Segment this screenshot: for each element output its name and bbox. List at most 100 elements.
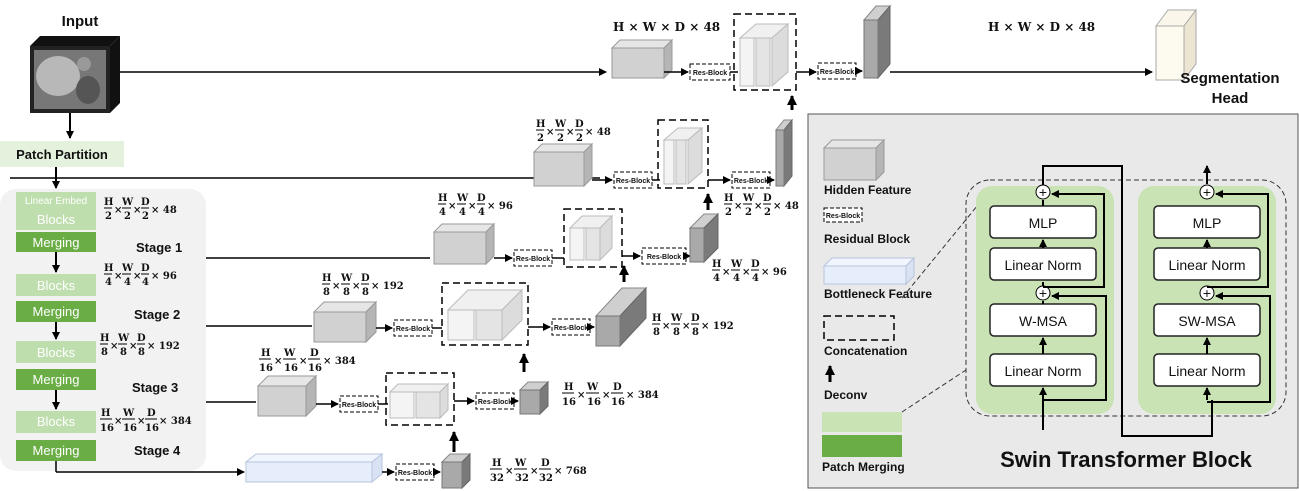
svg-text:Res-Block: Res-Block [554,325,588,332]
svg-text:32: 32 [490,473,504,484]
svg-text:Res-Block: Res-Block [398,470,432,477]
svg-text:D: D [613,382,622,393]
right-norm2-label: Linear Norm [1168,257,1245,273]
svg-text:Res-Block: Res-Block [396,326,430,333]
svg-text:D: D [763,193,772,204]
right-attn-label: SW-MSA [1178,313,1236,329]
stage2-merging-label: Merging [33,304,80,319]
swin-block-title: Swin Transformer Block [1000,447,1253,472]
svg-text:×: × [332,281,340,292]
hidden-feature-level4-out [518,380,550,416]
svg-text:H: H [564,382,573,393]
svg-text:Res-Block: Res-Block [478,399,512,406]
svg-text:D: D [751,259,760,270]
svg-text:32: 32 [539,473,553,484]
svg-text:Res-Block: Res-Block [616,178,650,185]
hidden-feature-level2-out [688,212,720,264]
svg-text:16: 16 [123,423,137,434]
dim-level3-out: H8 × W8 × D8 × 192 [652,313,734,338]
stage1-blocks [16,192,96,230]
svg-text:H: H [492,458,501,469]
svg-text:H: H [104,263,113,274]
svg-text:H: H [712,259,721,270]
svg-text:×: × [754,201,762,212]
svg-text:W: W [340,273,353,284]
segmentation-volume [1155,8,1197,82]
svg-text:×: × [577,390,585,401]
svg-text:8: 8 [323,287,330,298]
svg-text:×: × [682,321,690,332]
svg-text:+: + [1203,285,1211,301]
legend-hidden-icon [822,138,886,182]
svg-text:×: × [530,466,538,477]
stage4-blocks-label: Blocks [37,414,76,429]
svg-text:4: 4 [142,277,149,288]
concat-level4 [385,372,455,426]
svg-text:×: × [742,267,750,278]
svg-text:×: × [133,205,141,216]
concat-level3-features [446,288,524,342]
svg-text:H: H [652,313,661,324]
concat-level2 [563,208,623,268]
dim-level1-out: H2 × W2 × D2 × 48 [724,193,799,218]
hidden-feature-bottleneck-out [440,452,472,490]
svg-text:×: × [448,201,456,212]
svg-text:H: H [536,119,545,130]
svg-text:32: 32 [515,473,529,484]
svg-text:W: W [730,259,743,270]
stage1-label: Stage 1 [136,240,182,255]
svg-text:D: D [575,119,584,130]
stage2-label: Stage 2 [134,307,180,322]
svg-text:16: 16 [100,423,114,434]
svg-text:4: 4 [733,273,740,284]
svg-text:16: 16 [308,363,322,374]
stage1-blocks-label: Blocks [37,212,76,227]
svg-text:W: W [283,348,296,359]
svg-text:H: H [438,193,447,204]
svg-text:W: W [122,408,135,419]
legend-bottleneck-label: Bottleneck Feature [824,287,932,301]
svg-text:Res-Block: Res-Block [647,254,681,261]
svg-text:×: × [129,341,137,352]
encoder-panel [0,189,206,471]
concat-top [733,13,797,91]
svg-text:+: + [1039,285,1047,301]
input-volume [30,36,120,113]
svg-text:D: D [310,348,319,359]
svg-text:8: 8 [673,327,680,338]
svg-text:4: 4 [713,273,720,284]
legend-concat-label: Concatenation [824,344,907,358]
svg-text:W: W [742,193,755,204]
svg-text:W: W [514,458,527,469]
svg-text:2: 2 [764,207,771,218]
svg-text:16: 16 [145,423,159,434]
svg-text:×: × [133,271,141,282]
patch-partition-box [0,141,124,167]
legend-residual-icon [823,207,863,223]
svg-text:8: 8 [362,287,369,298]
svg-text:4: 4 [124,277,131,288]
svg-text:D: D [137,333,146,344]
bottleneck-feature [244,452,384,484]
svg-text:16: 16 [611,397,625,408]
svg-text:×: × [546,127,554,138]
swin-block-frame [965,179,1287,417]
hidden-feature-level1-out [774,118,794,188]
hidden-feature-level3-out [594,286,648,348]
legend-deconv-label: Deconv [824,388,868,402]
stage1-merging-label: Merging [33,235,80,250]
stage3-merging-label: Merging [33,372,80,387]
svg-text:W: W [670,313,683,324]
svg-text:×: × [137,416,145,427]
svg-text:×: × [566,127,574,138]
hidden-feature-level4 [256,374,318,418]
svg-text:2: 2 [725,207,732,218]
hidden-feature-top [610,38,674,80]
svg-text:Res-Block: Res-Block [516,256,550,263]
swin-right: MLP Linear Norm SW-MSA Linear Norm + + [1153,165,1271,420]
dim-stage3: H8 × W8 × D8 × 192 [100,333,180,358]
svg-text:+: + [1203,184,1211,200]
stage3-blocks-label: Blocks [37,345,76,360]
svg-text:2: 2 [142,211,149,222]
